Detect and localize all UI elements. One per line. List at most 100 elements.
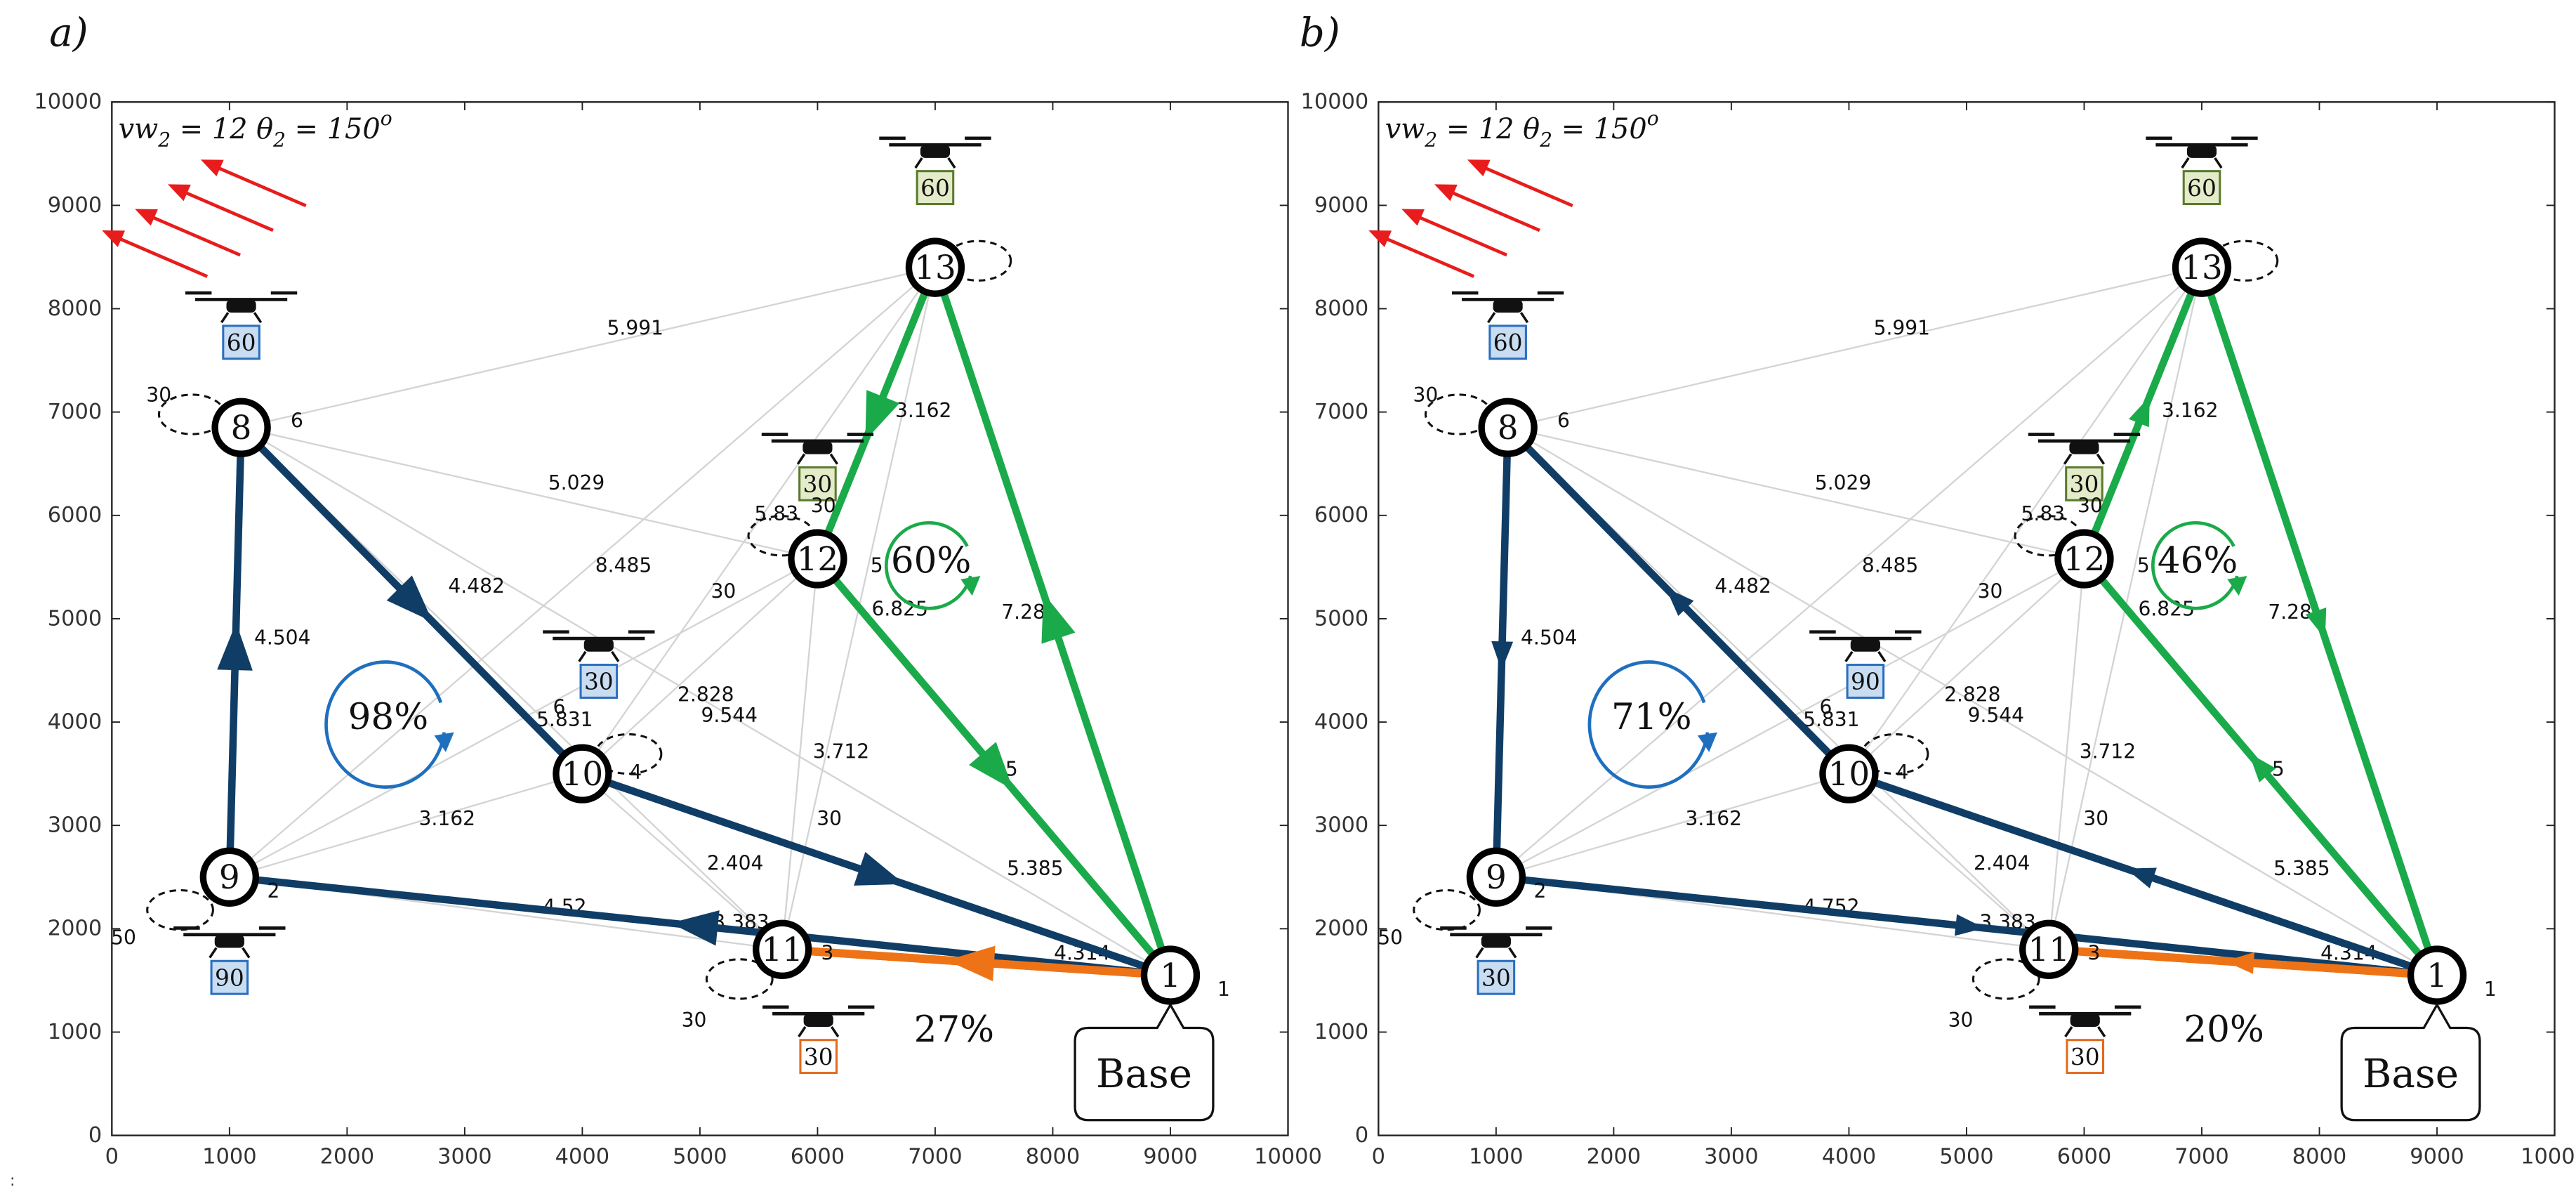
x-tick-label: 2000 xyxy=(1587,1144,1641,1169)
edge-weight-label: 3.712 xyxy=(2080,740,2136,763)
node-1 xyxy=(1140,945,1201,1005)
wait-loop-9 xyxy=(146,888,214,931)
edge-weight-label: 6.825 xyxy=(2138,598,2194,621)
node-tag: 6 xyxy=(1557,409,1570,433)
edge-weight-label: 8.485 xyxy=(595,554,652,577)
node-label-13: 13 xyxy=(2181,249,2223,287)
route-green-cycle-indicator xyxy=(885,521,972,610)
drone-10: 90 xyxy=(1809,630,1922,699)
drone-leg xyxy=(242,947,251,959)
drone-12: 30 xyxy=(2028,433,2141,501)
payload-box xyxy=(222,324,260,360)
route-green-percent: 60% xyxy=(891,539,972,582)
wind-arrow-head xyxy=(1434,184,1458,202)
route-green-arrow xyxy=(865,390,900,441)
edge-weight-label: 4.482 xyxy=(1715,575,1771,598)
edge-weight-label: 5.029 xyxy=(1815,471,1871,494)
x-tick-label: 10000 xyxy=(2521,1144,2576,1169)
drone-leg xyxy=(798,1026,807,1038)
edge-weight-label: 5.385 xyxy=(1007,857,1063,880)
drone-leg xyxy=(914,157,923,169)
drone-leg xyxy=(209,947,218,959)
edge-weight-label: 8.485 xyxy=(1862,554,1918,577)
edge-weight-label: 4.482 xyxy=(448,575,504,598)
drone-9: 30 xyxy=(1440,926,1552,995)
wind-condition-label: vw2 = 12 θ2 = 150o xyxy=(119,107,392,151)
route-green-percent: 46% xyxy=(2158,539,2238,582)
x-tick-label: 4000 xyxy=(555,1144,609,1169)
payload-value: 60 xyxy=(227,329,256,356)
route-green-arrow xyxy=(2249,753,2276,782)
wind-arrow-head xyxy=(200,159,224,177)
wind-arrow-head xyxy=(135,209,158,226)
x-tick-label: 6000 xyxy=(2057,1144,2111,1169)
x-tick-label: 2000 xyxy=(320,1144,374,1169)
edge-weight-label: 3.162 xyxy=(895,399,951,422)
node-tag: 3 xyxy=(2087,941,2100,964)
y-tick-label: 9000 xyxy=(48,193,102,218)
drone-leg xyxy=(253,312,263,324)
payload-value: 60 xyxy=(2187,175,2217,202)
y-tick-label: 0 xyxy=(1355,1123,1368,1148)
route-blue-arrow xyxy=(1491,641,1514,671)
node-label-13: 13 xyxy=(914,249,956,287)
route-green-arrow xyxy=(969,742,1013,790)
drone-leg xyxy=(1877,650,1887,662)
wind-arrow xyxy=(177,188,274,232)
wait-time-label: 50 xyxy=(1378,926,1403,949)
x-tick-label: 0 xyxy=(105,1144,119,1169)
node-tag: 6 xyxy=(291,409,303,433)
route-blue-arrow xyxy=(670,910,720,946)
drone-leg xyxy=(1508,947,1517,959)
y-tick-label: 8000 xyxy=(48,296,102,321)
wait-loop-11 xyxy=(1971,958,2040,1000)
payload-box xyxy=(2066,1039,2105,1075)
edge-weight-label: 5.991 xyxy=(607,316,663,339)
x-tick-label: 9000 xyxy=(1143,1144,1197,1169)
base-label: Base xyxy=(2363,1051,2459,1097)
route-blue-arrow xyxy=(1665,587,1694,617)
x-tick-label: 1000 xyxy=(1469,1144,1523,1169)
route-blue-arrow xyxy=(386,575,433,622)
drone-icon xyxy=(2070,1013,2100,1027)
drone-leg xyxy=(2064,1026,2073,1038)
drone-leg xyxy=(829,453,839,465)
drone-8: 60 xyxy=(1451,291,1564,360)
drone-8: 60 xyxy=(185,291,298,360)
drone-leg xyxy=(2063,453,2073,465)
node-11 xyxy=(2019,919,2079,979)
y-tick-label: 4000 xyxy=(48,709,102,734)
edge-weight-label: 2.828 xyxy=(1944,683,2000,707)
drone-12: 30 xyxy=(761,433,874,501)
wait-time-label: 30 xyxy=(682,1009,707,1032)
edge-weight-label: 2.404 xyxy=(707,851,763,874)
edge-weight-label: 7.28 xyxy=(2268,601,2312,624)
graph-edge xyxy=(581,558,819,775)
node-9 xyxy=(1466,847,1526,907)
edge-weight-label: 4.504 xyxy=(1521,626,1577,650)
x-tick-label: 5000 xyxy=(1939,1144,1993,1169)
wind-arrow xyxy=(1444,188,1540,232)
x-tick-label: 7000 xyxy=(908,1144,962,1169)
node-label-11: 11 xyxy=(761,931,803,969)
route-green-arrow xyxy=(2129,396,2150,428)
route-blue-percent: 98% xyxy=(348,696,429,738)
y-tick-label: 3000 xyxy=(1314,813,1368,838)
base-label: Base xyxy=(1096,1051,1192,1097)
drone-leg xyxy=(1844,650,1854,662)
drone-leg xyxy=(1519,312,1529,324)
x-tick-label: 10000 xyxy=(1254,1144,1322,1169)
wait-time-label: 30 xyxy=(2083,807,2108,830)
wait-time-label: 30 xyxy=(1948,1009,1974,1032)
graph-edge xyxy=(1848,773,2049,950)
y-tick-label: 4000 xyxy=(1314,709,1368,734)
x-tick-label: 9000 xyxy=(2410,1144,2464,1169)
node-1 xyxy=(2407,945,2467,1005)
edge-weight-label: 3.162 xyxy=(419,807,475,830)
wind-arrow-head xyxy=(1368,230,1392,247)
wait-time-label: 50 xyxy=(111,926,136,949)
wind-arrow xyxy=(1378,233,1475,278)
edge-weight-label: 5 xyxy=(2272,758,2285,781)
